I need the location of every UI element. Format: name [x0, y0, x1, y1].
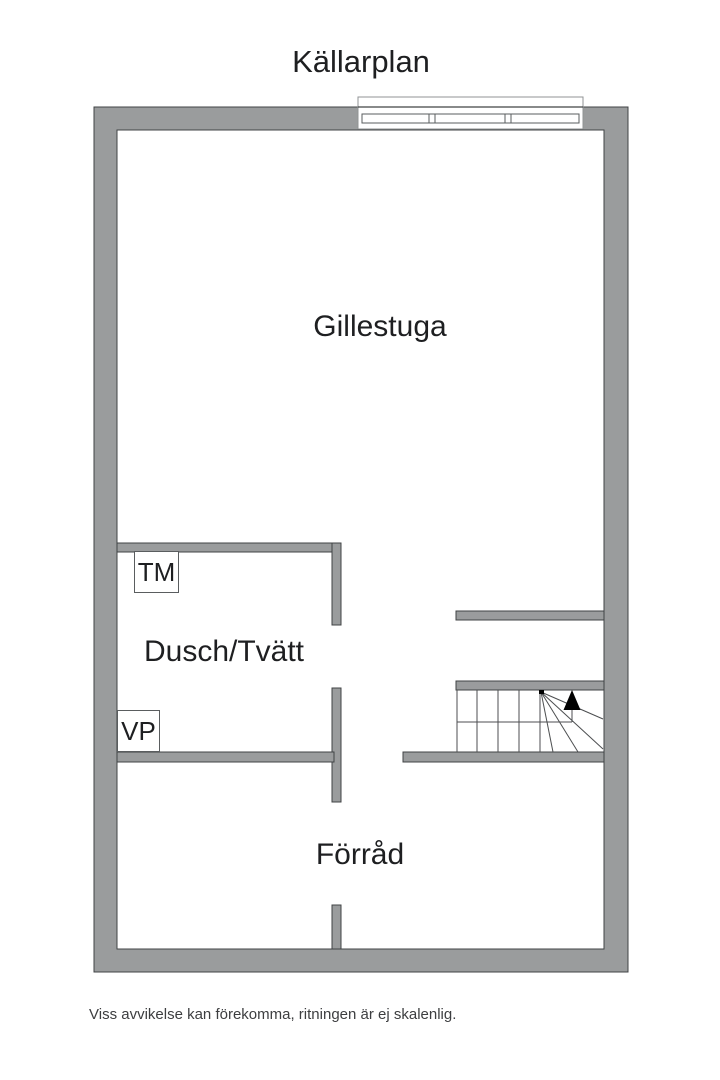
interior-wall-forrad-top — [116, 751, 335, 763]
interior-wall-hall-stub — [455, 610, 605, 621]
floorplan-title: Källarplan — [292, 44, 430, 79]
stair-winder-line — [540, 691, 604, 750]
washing-machine-label: TM — [137, 557, 176, 587]
stair-winder-line — [540, 691, 554, 753]
interior-wall-stair-bottom — [402, 751, 605, 763]
interior-wall-dusch-right-lower — [331, 687, 342, 803]
window-divider — [504, 113, 512, 124]
stair-winder-line — [540, 691, 579, 753]
interior-wall-forrad-stub — [331, 904, 342, 950]
disclaimer-text: Viss avvikelse kan förekomma, ritningen … — [89, 1006, 457, 1023]
heat-pump-box: VP — [117, 710, 160, 752]
room-label-dusch-tvatt: Dusch/Tvätt — [143, 635, 305, 668]
interior-wall-stair-top — [455, 680, 605, 691]
heat-pump-label: VP — [121, 716, 156, 746]
stairs-direction-arrow-icon — [539, 690, 581, 710]
window-glass-band — [361, 113, 580, 124]
walls — [93, 106, 629, 973]
room-label-forrad: Förråd — [315, 838, 405, 871]
window — [357, 96, 584, 130]
room-label-gillestuga: Gillestuga — [313, 310, 447, 343]
washing-machine-box: TM — [134, 551, 179, 593]
staircase — [456, 690, 604, 753]
interior-wall-dusch-right-upper — [331, 542, 342, 626]
window-divider — [428, 113, 436, 124]
